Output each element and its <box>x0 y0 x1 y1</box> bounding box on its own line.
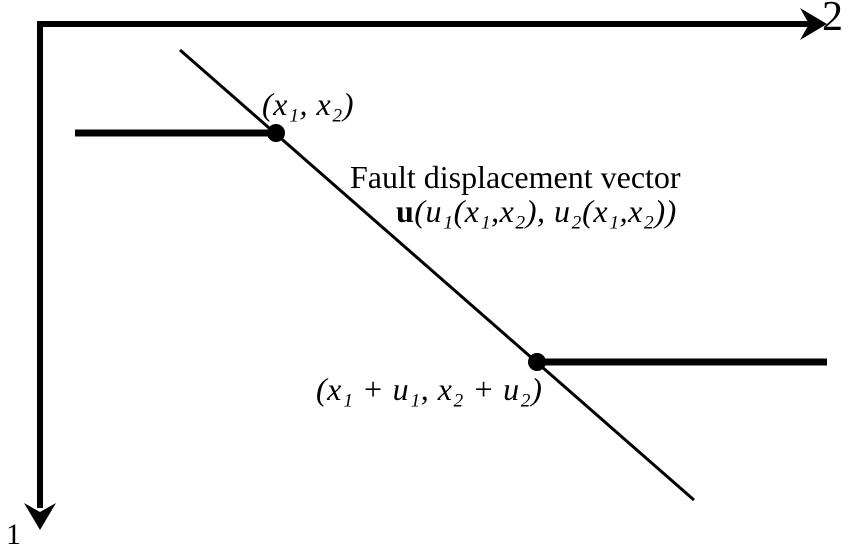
fault-caption: Fault displacement vector <box>350 159 681 195</box>
axis-2-arrowhead-icon <box>800 8 827 40</box>
original-point-dot <box>267 124 285 142</box>
vector-formula: u(u₁(x₁,x₂), u₂(x₁,x₂)) <box>396 195 677 227</box>
axis-1-arrowhead-icon <box>24 503 56 530</box>
original-point-label: (x₁, x₂) <box>262 86 354 122</box>
fault-line <box>179 48 695 502</box>
vector-arguments: (u₁(x₁,x₂), u₂(x₁,x₂)) <box>414 193 677 229</box>
vector-symbol: u <box>396 193 415 229</box>
displaced-point-dot <box>528 353 546 371</box>
displaced-point-label: (x₁ + u₁, x₂ + u₂) <box>316 371 543 407</box>
axis-1-label: 1 <box>6 518 21 551</box>
axis-2-label: 2 <box>822 0 843 40</box>
